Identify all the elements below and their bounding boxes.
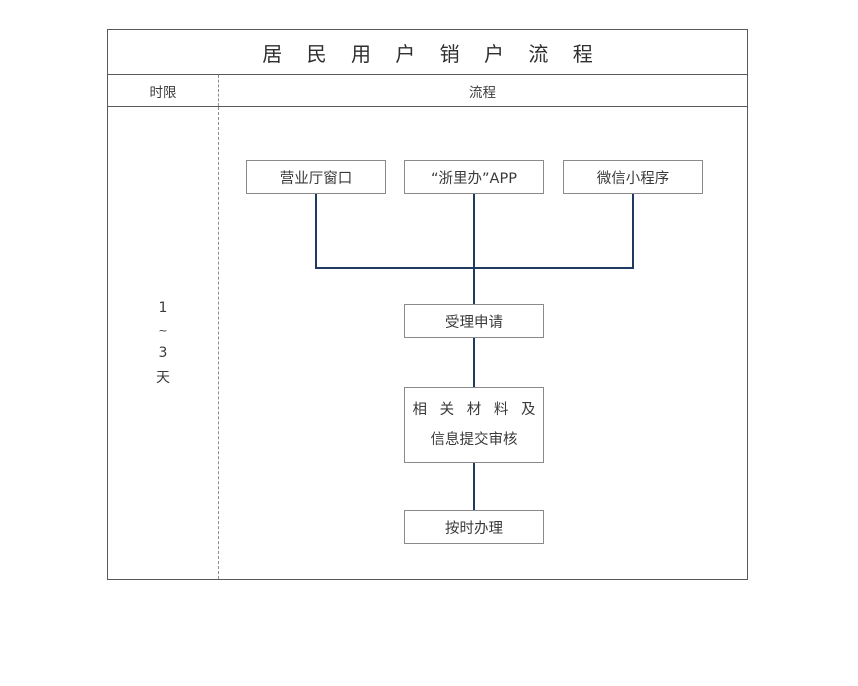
node-label-line-1: 相 关 材 料 及	[412, 402, 540, 418]
connector-materials-to-handle	[473, 463, 475, 510]
connector-accept-to-materials	[473, 338, 475, 387]
node-label: 营业厅窗口	[279, 170, 353, 187]
header-label-process: 流程	[469, 84, 496, 101]
node-accept-application[interactable]: 受理申请	[404, 304, 544, 338]
connector-merge-bar	[315, 267, 634, 269]
node-timely-processing[interactable]: 按时办理	[404, 510, 544, 544]
table-body-row: 1 ~ 3 天 营业厅窗口 “浙里办”APP 微信小程序	[108, 107, 747, 579]
node-zhelib-app[interactable]: “浙里办”APP	[404, 160, 544, 194]
time-value-max: 3	[158, 344, 168, 361]
node-business-hall-window[interactable]: 营业厅窗口	[246, 160, 386, 194]
connector-wechat-down	[632, 194, 634, 269]
body-column-divider	[218, 107, 219, 579]
connector-hall-down	[315, 194, 317, 269]
header-cell-time: 时限	[108, 75, 218, 106]
header-label-time: 时限	[149, 84, 177, 101]
header-cell-process: 流程	[218, 75, 747, 106]
node-label: 受理申请	[445, 314, 503, 331]
time-value-min: 1	[158, 299, 168, 316]
page-title: 居 民 用 户 销 户 流 程	[262, 41, 602, 66]
time-range-mark: ~	[158, 323, 168, 337]
table-header-row: 时限 流程	[108, 75, 747, 107]
node-submit-materials-review[interactable]: 相 关 材 料 及 信息提交审核	[404, 387, 544, 463]
time-limit-column: 1 ~ 3 天	[108, 107, 218, 579]
node-label: “浙里办”APP	[431, 170, 517, 187]
node-label-line-2: 信息提交审核	[430, 432, 518, 448]
flow-diagram-area: 营业厅窗口 “浙里办”APP 微信小程序 受理申请 相 关 材 料 及 信息提交…	[218, 107, 747, 579]
flowchart-table: 居 民 用 户 销 户 流 程 时限 流程 1 ~ 3 天	[107, 29, 748, 580]
node-label: 按时办理	[445, 520, 503, 537]
connector-zlb-down	[473, 194, 475, 304]
node-wechat-miniprogram[interactable]: 微信小程序	[563, 160, 703, 194]
title-row: 居 民 用 户 销 户 流 程	[108, 30, 747, 75]
header-column-divider	[218, 75, 219, 106]
time-unit: 天	[156, 369, 170, 386]
node-label: 微信小程序	[596, 170, 670, 187]
